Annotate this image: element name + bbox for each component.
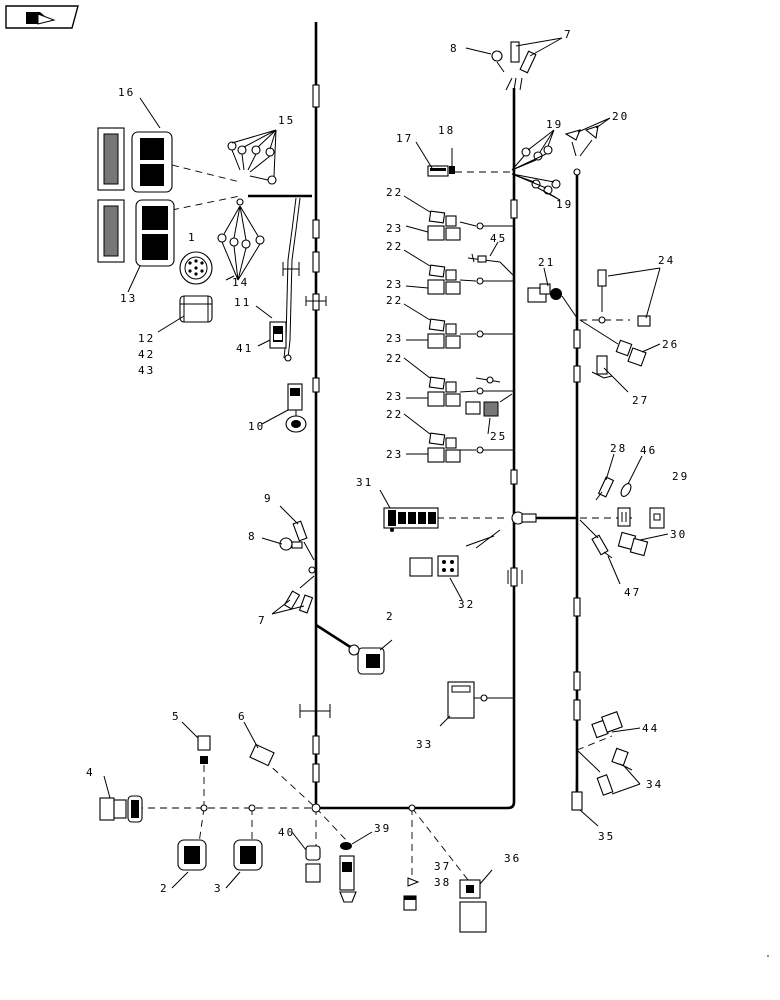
label-part-23-b: 23 — [386, 278, 403, 291]
terminals-15 — [227, 129, 277, 185]
connectors-24-26-27 — [579, 267, 661, 393]
label-part-38: 38 — [434, 876, 451, 889]
label-part-22-e: 22 — [386, 408, 403, 421]
label-part-41: 41 — [236, 342, 253, 355]
connector-10 — [285, 383, 307, 433]
connector-33 — [447, 681, 514, 719]
label-part-28: 28 — [610, 442, 627, 455]
label-part-7-top: 7 — [564, 28, 573, 41]
connector-13-assembly — [97, 199, 175, 267]
label-part-40: 40 — [278, 826, 295, 839]
label-part-33: 33 — [416, 738, 433, 751]
connector-25 — [465, 376, 513, 417]
label-part-39: 39 — [374, 822, 391, 835]
label-part-35: 35 — [598, 830, 615, 843]
label-part-8-top: 8 — [450, 42, 459, 55]
leader-lines — [103, 97, 661, 851]
label-part-7-mid: 7 — [258, 614, 267, 627]
page-back-arrow-icon[interactable] — [5, 5, 79, 29]
wire-sleeves — [312, 84, 581, 783]
label-part-18: 18 — [438, 124, 455, 137]
label-part-16: 16 — [118, 86, 135, 99]
label-part-27: 27 — [632, 394, 649, 407]
label-part-46: 46 — [640, 444, 657, 457]
label-part-13: 13 — [120, 292, 137, 305]
label-part-21: 21 — [538, 256, 555, 269]
corner-dot — [767, 955, 769, 957]
label-part-2-mid: 2 — [386, 610, 395, 623]
label-part-3: 3 — [214, 882, 223, 895]
label-part-30: 30 — [670, 528, 687, 541]
connector-21 — [527, 283, 578, 319]
label-part-23-c: 23 — [386, 332, 403, 345]
connectors-7-8-top — [465, 37, 563, 91]
label-part-11: 11 — [234, 296, 251, 309]
terminals-14 — [217, 198, 265, 281]
label-part-31: 31 — [356, 476, 373, 489]
connectors-28-29-30-46-47 — [579, 453, 669, 585]
label-part-37: 37 — [434, 860, 451, 873]
terminal-45 — [467, 253, 515, 277]
connectors-bottom-left — [99, 735, 416, 889]
label-part-20: 20 — [612, 110, 629, 123]
connector-12-cap — [179, 295, 213, 323]
label-part-12: 12 — [138, 332, 155, 345]
label-part-4: 4 — [86, 766, 95, 779]
label-part-29: 29 — [672, 470, 689, 483]
connectors-bottom-center — [305, 831, 493, 933]
label-part-19-top: 19 — [546, 118, 563, 131]
label-part-43: 43 — [138, 364, 155, 377]
label-part-22-c: 22 — [386, 294, 403, 307]
label-part-36: 36 — [504, 852, 521, 865]
round-connector-1 — [179, 251, 213, 285]
label-part-22-d: 22 — [386, 352, 403, 365]
label-part-23-a: 23 — [386, 222, 403, 235]
relay-11 — [269, 321, 292, 362]
connector-17 — [427, 165, 449, 177]
connector-16-assembly — [97, 127, 173, 193]
label-part-47: 47 — [624, 586, 641, 599]
terminals-19 — [511, 129, 561, 201]
label-part-22-a: 22 — [386, 186, 403, 199]
label-part-24: 24 — [658, 254, 675, 267]
label-part-10: 10 — [248, 420, 265, 433]
label-part-14: 14 — [232, 276, 249, 289]
label-part-5: 5 — [172, 710, 181, 723]
pin-18 — [449, 148, 455, 174]
label-part-23-d: 23 — [386, 390, 403, 403]
label-part-23-e: 23 — [386, 448, 403, 461]
label-part-22-b: 22 — [386, 240, 403, 253]
label-part-9: 9 — [264, 492, 273, 505]
connector-2-mid — [348, 639, 393, 675]
connectors-22-23 — [427, 210, 514, 463]
label-part-1: 1 — [188, 231, 197, 244]
label-part-17: 17 — [396, 132, 413, 145]
connector-32 — [409, 535, 495, 577]
label-part-25: 25 — [490, 430, 507, 443]
label-part-32: 32 — [458, 598, 475, 611]
connectors-7-8-9-mid — [261, 505, 316, 615]
label-part-34: 34 — [646, 778, 663, 791]
label-part-2-bottom: 2 — [160, 882, 169, 895]
fuse-block-31 — [383, 507, 537, 532]
label-part-15: 15 — [278, 114, 295, 127]
label-part-26: 26 — [662, 338, 679, 351]
connectors-34-35-44 — [571, 711, 641, 827]
label-part-45: 45 — [490, 232, 507, 245]
label-part-44: 44 — [642, 722, 659, 735]
terminals-20 — [564, 117, 611, 176]
label-part-19-bottom: 19 — [556, 198, 573, 211]
label-part-6: 6 — [238, 710, 247, 723]
label-part-8-mid: 8 — [248, 530, 257, 543]
label-part-42: 42 — [138, 348, 155, 361]
part-number-labels: 1 2 2 3 4 5 6 7 7 8 8 9 10 11 12 42 43 1… — [86, 28, 689, 895]
harness-clamps — [282, 262, 523, 718]
